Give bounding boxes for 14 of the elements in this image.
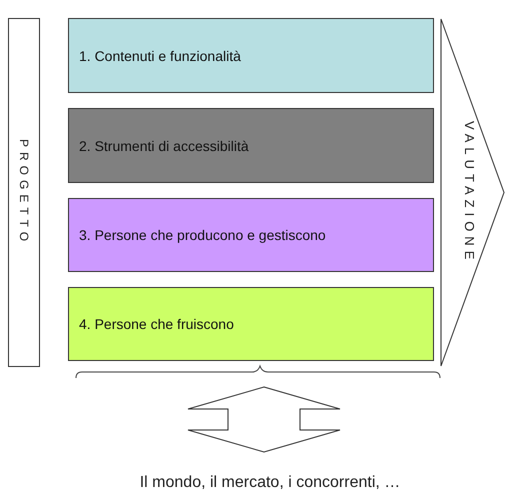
category-box: [68, 108, 434, 183]
node-label: 2. Strumenti di accessibilità: [79, 138, 249, 154]
node-label: Il mondo, il mercato, i concorrenti, …: [140, 474, 400, 491]
category-box: [68, 287, 434, 361]
category-box: [68, 198, 434, 272]
vertical-box: [8, 18, 40, 367]
node-label: PROGETTO: [17, 138, 31, 246]
chevron-arrow: [440, 18, 506, 367]
node-label: VALUTAZIONE: [462, 120, 477, 264]
category-box: [68, 18, 434, 93]
double-block-arrow: [188, 386, 340, 453]
node-label: 3. Persone che producono e gestiscono: [79, 227, 326, 243]
node-label: 1. Contenuti e funzionalità: [79, 48, 241, 64]
node-label: 4. Persone che fruiscono: [79, 316, 234, 332]
